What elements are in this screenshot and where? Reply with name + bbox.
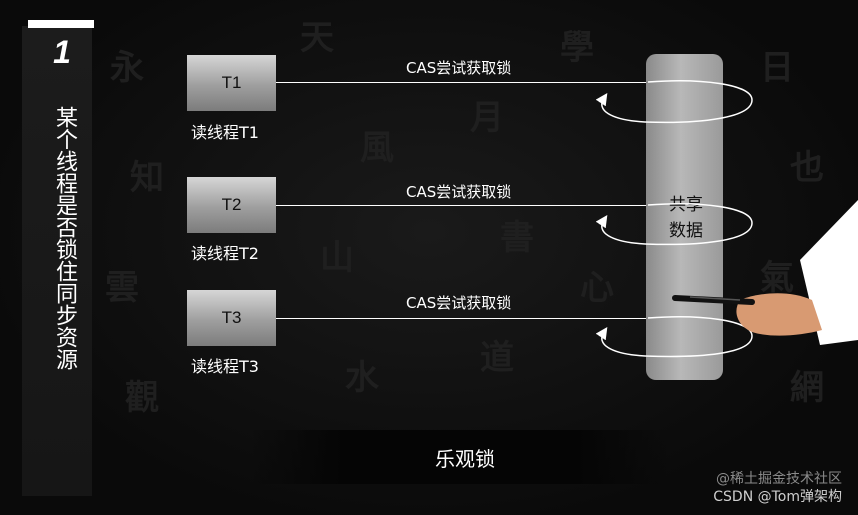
watermark-line1: @稀土掘金技术社区 xyxy=(713,470,842,488)
banner-title: 乐观锁 xyxy=(390,443,540,472)
watermark-line2: CSDN @Tom弹架构 xyxy=(713,488,842,506)
watermark: @稀土掘金技术社区 CSDN @Tom弹架构 xyxy=(713,470,842,506)
